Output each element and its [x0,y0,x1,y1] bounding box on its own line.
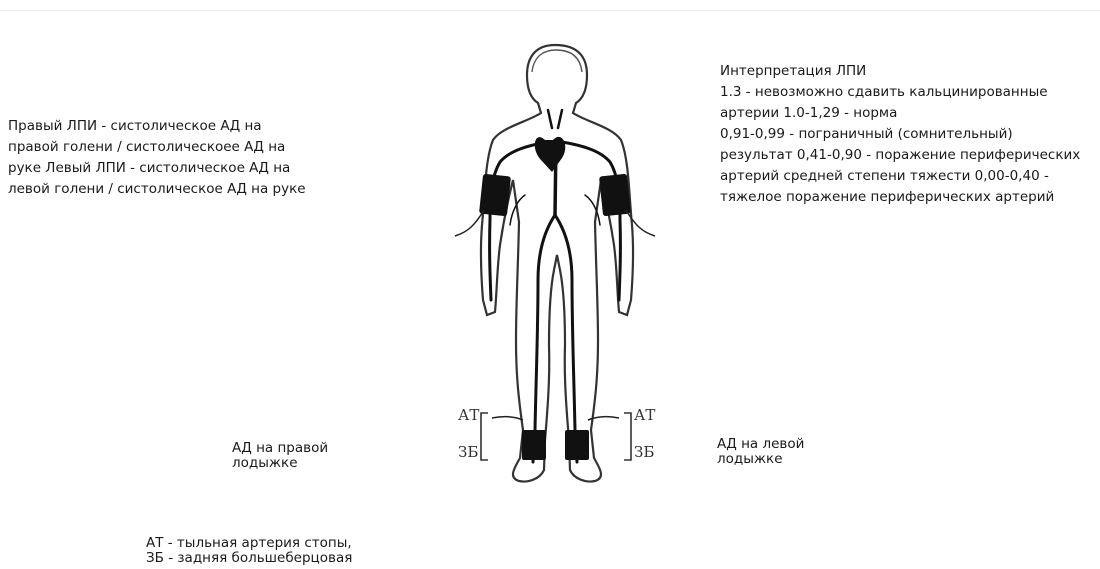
bracket-label-at-right: АТ [634,406,655,424]
bracket-label-zb-right: ЗБ [634,443,654,461]
abi-interpretation-text: Интерпретация ЛПИ 1.3 - невозможно сдави… [720,61,1100,208]
bracket-label-at-left: АТ [458,406,479,424]
hair-line [532,50,582,72]
human-body-figure [440,40,670,510]
left-ankle-cuff [565,430,589,460]
top-divider [0,10,1100,11]
bracket-label-zb-left: ЗБ [458,443,478,461]
right-ankle-cuff [522,430,546,460]
right-arm-tube [455,210,484,236]
right-ankle-tube [492,417,523,420]
right-bracket [624,413,631,460]
right-ankle-label: АД на правой лодыжке [232,441,328,471]
artery-network [490,110,621,462]
artery-legend: АТ - тыльная артерия стопы, ЗБ - задняя … [146,536,352,566]
left-ankle-label: АД на левой лодыжке [717,437,804,467]
abi-formula-text: Правый ЛПИ - систолическое АД на правой … [8,116,338,200]
left-bracket [481,413,488,460]
